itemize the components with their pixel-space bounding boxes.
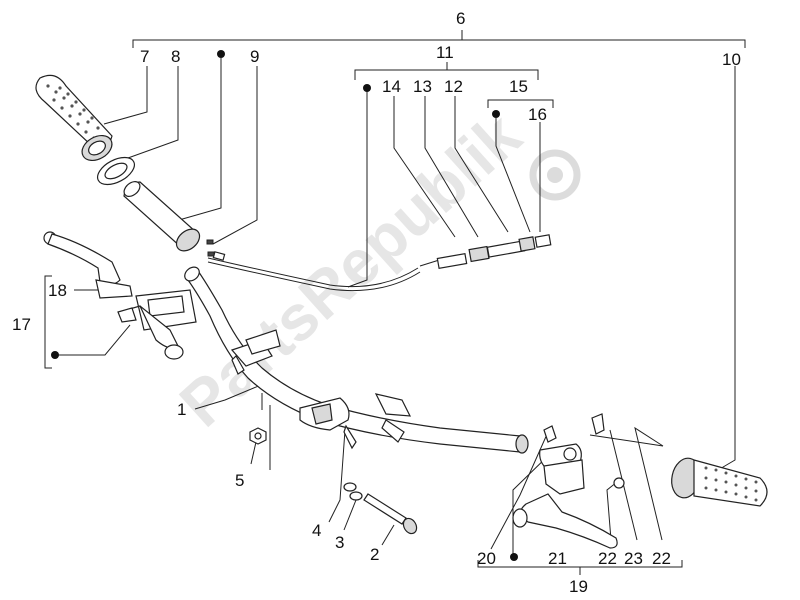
washer [97, 156, 135, 186]
right-grip [671, 457, 768, 507]
label-7: 7 [140, 47, 149, 66]
label-18: 18 [48, 281, 67, 300]
throttle-tube [123, 181, 201, 252]
label-3: 3 [335, 533, 344, 552]
nut [249, 427, 267, 445]
bolt-set [343, 482, 418, 535]
label-6: 6 [456, 9, 465, 28]
label-9: 9 [250, 47, 259, 66]
callout-lines [44, 30, 746, 575]
label-16: 16 [528, 105, 547, 124]
master-cylinder [117, 289, 197, 360]
callout-dots [51, 50, 518, 561]
label-10: 10 [722, 50, 741, 69]
label-11: 11 [436, 43, 454, 62]
left-grip [35, 74, 113, 162]
throttle-cable [207, 251, 421, 292]
label-12: 12 [444, 77, 463, 96]
label-21: 21 [548, 549, 567, 568]
cable-adjuster [419, 234, 552, 270]
label-19: 19 [569, 577, 588, 596]
label-22-right: 22 [652, 549, 671, 568]
gear-icon [529, 149, 581, 201]
label-5: 5 [235, 471, 244, 490]
right-brake-assembly [512, 413, 625, 549]
label-20: 20 [477, 549, 496, 568]
screws [206, 239, 215, 257]
label-13: 13 [413, 77, 432, 96]
label-8: 8 [171, 47, 180, 66]
label-23: 23 [624, 549, 643, 568]
label-4: 4 [312, 521, 321, 540]
label-1: 1 [177, 400, 186, 419]
label-22-left: 22 [598, 549, 617, 568]
callout-labels: 6 7 8 9 10 11 14 13 12 15 16 18 17 1 5 4… [12, 9, 741, 596]
handlebar [184, 266, 529, 454]
label-17: 17 [12, 315, 31, 334]
watermark: PartsRepublik [166, 99, 581, 440]
label-15: 15 [509, 77, 528, 96]
label-14: 14 [382, 77, 401, 96]
label-2: 2 [370, 545, 379, 564]
left-brake-lever [43, 231, 133, 299]
